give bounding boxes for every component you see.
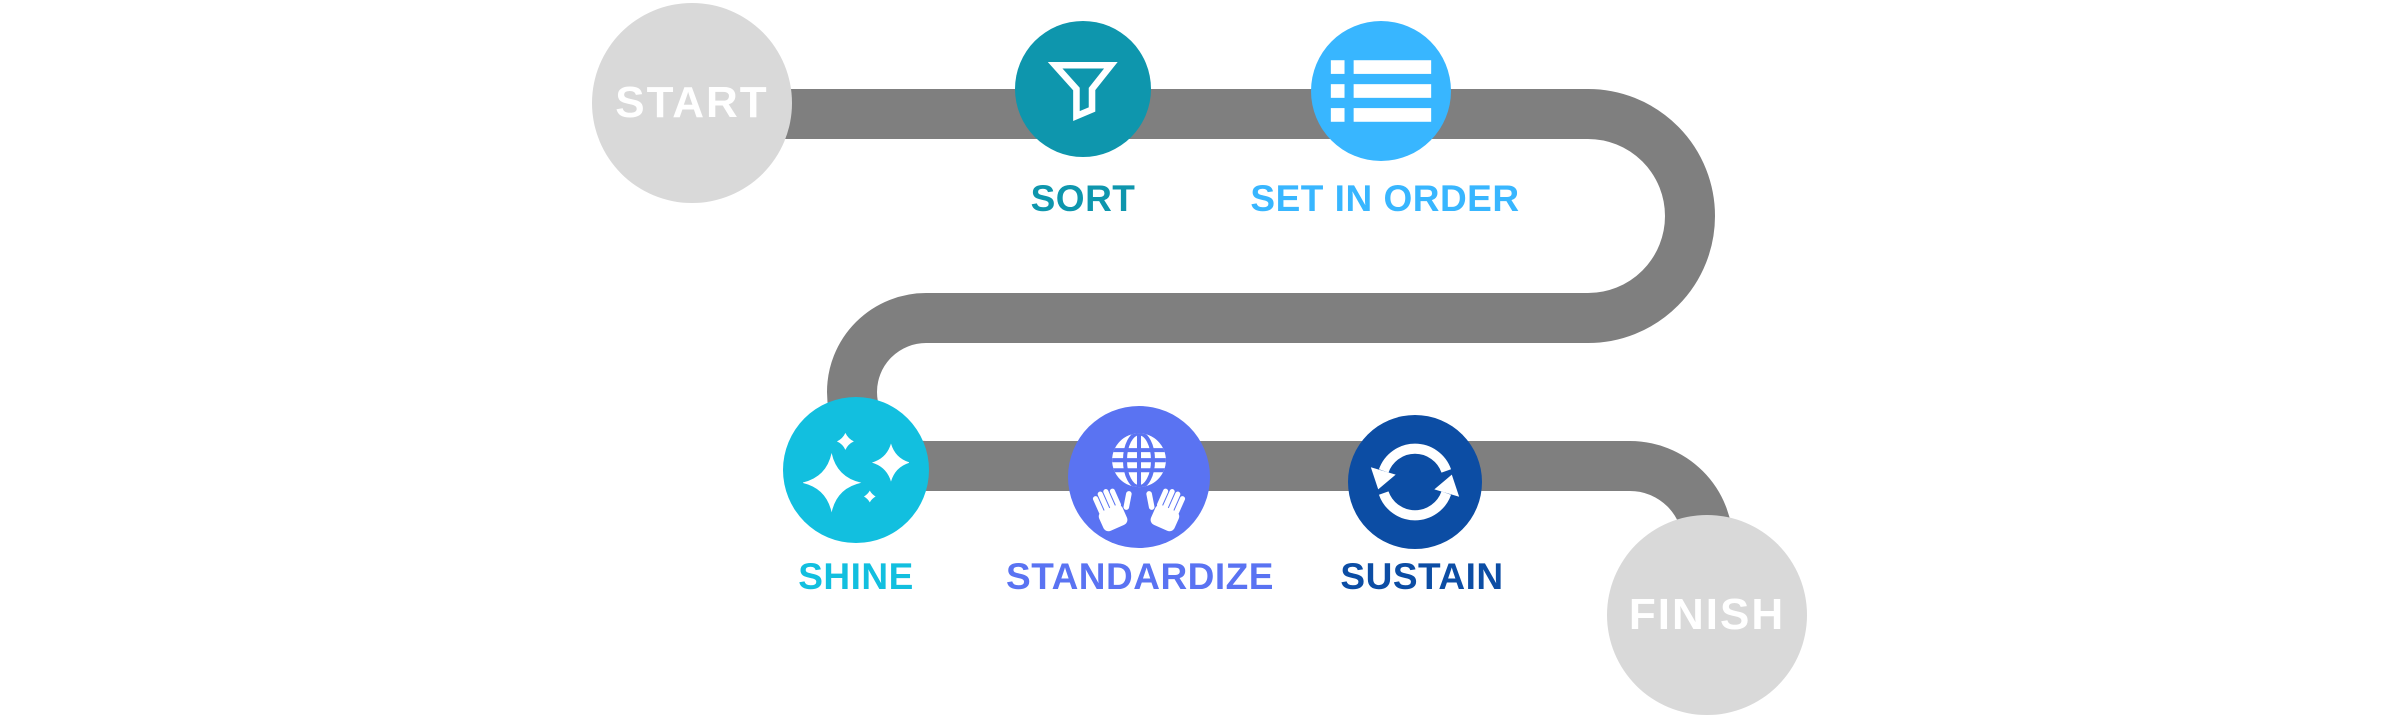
step-label-standardize: STANDARDIZE xyxy=(1006,556,1274,597)
step-circle-set-in-order xyxy=(1311,21,1451,161)
step-circle-standardize xyxy=(1068,406,1210,548)
finish-label: FINISH xyxy=(1628,590,1786,639)
step-label-sustain: SUSTAIN xyxy=(1340,556,1504,597)
funnel-icon xyxy=(1047,61,1118,121)
sync-icon xyxy=(1370,443,1460,521)
step-label-set-in-order: SET IN ORDER xyxy=(1250,178,1520,219)
finish-node: FINISH xyxy=(1607,515,1807,715)
start-node: START xyxy=(592,3,792,203)
step-circle-shine xyxy=(783,397,929,543)
flow-path xyxy=(692,89,1733,580)
step-label-shine: SHINE xyxy=(798,556,914,597)
start-label: START xyxy=(615,78,769,127)
list-icon xyxy=(1330,60,1432,122)
step-circle-sort xyxy=(1015,21,1151,157)
sparkles-icon xyxy=(803,432,909,513)
step-label-sort: SORT xyxy=(1030,178,1136,219)
step-circle-sustain xyxy=(1348,415,1482,549)
hands-globe-icon xyxy=(1089,433,1186,533)
